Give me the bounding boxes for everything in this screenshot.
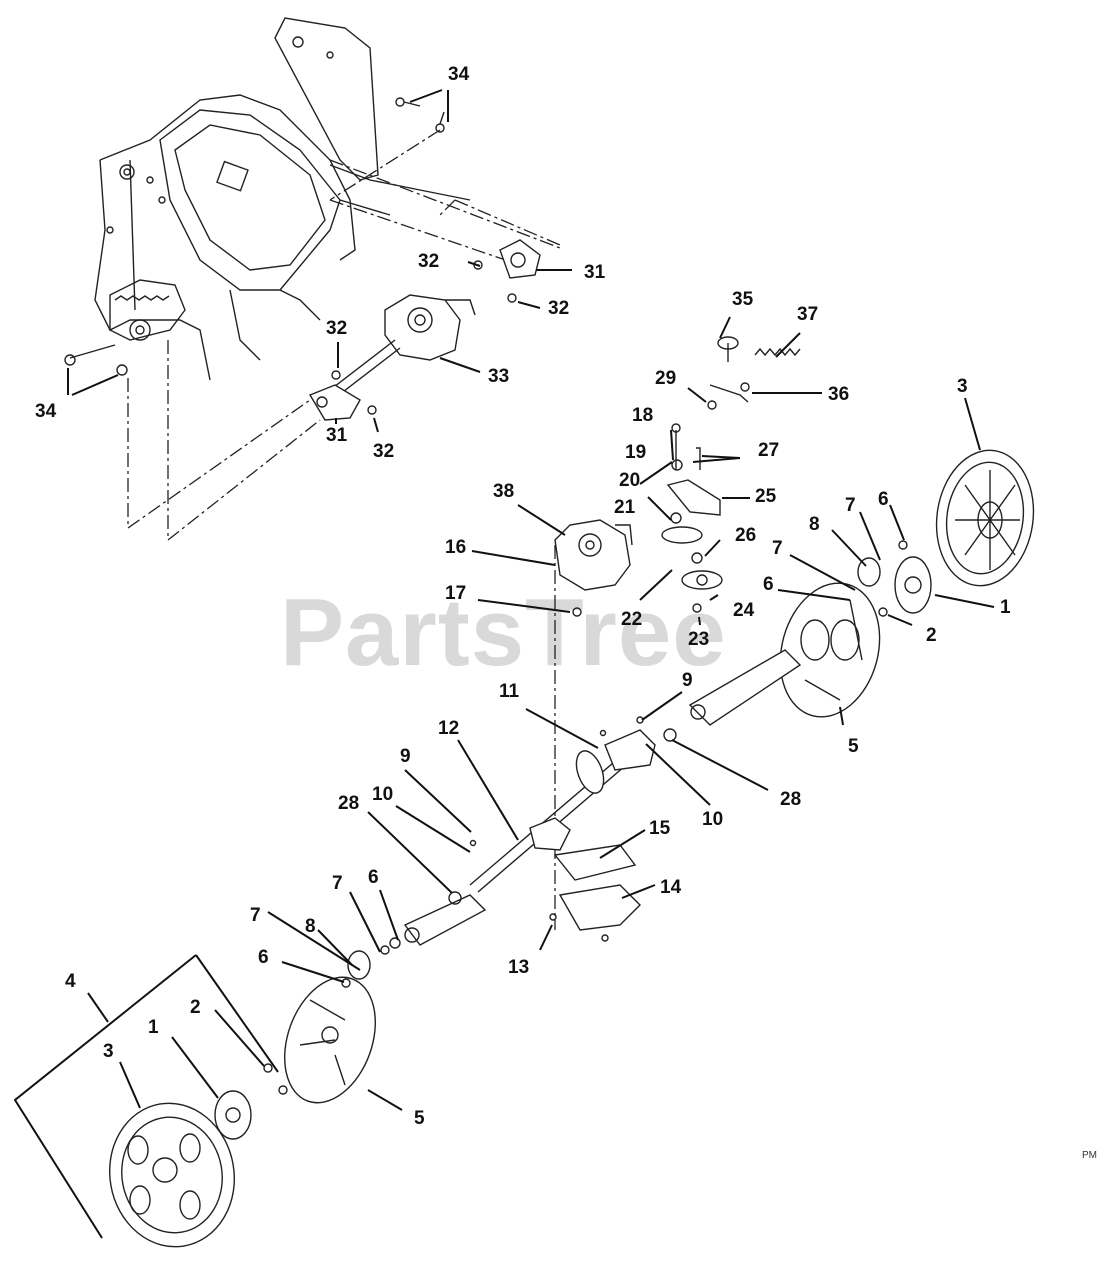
callout-10-right: 10	[702, 809, 723, 830]
callout-34-top: 34	[448, 64, 470, 85]
callout-9-left: 9	[400, 746, 411, 767]
callout-24: 24	[733, 600, 755, 621]
callout-13: 13	[508, 957, 529, 978]
callout-3-right: 3	[957, 376, 968, 397]
callout-6-right-a: 6	[878, 489, 889, 510]
corner-mark: PM	[1082, 1150, 1097, 1161]
callout-36: 36	[828, 384, 849, 405]
callout-18: 18	[632, 405, 653, 426]
callout-32-a: 32	[418, 251, 439, 272]
callout-4: 4	[65, 971, 76, 992]
callout-7-left-b: 7	[250, 905, 261, 926]
callout-32-b: 32	[548, 298, 569, 319]
callout-leaders	[13, 89, 995, 1239]
callout-32-d: 32	[373, 441, 394, 462]
callout-7-right-b: 7	[772, 538, 783, 559]
callout-5-right: 5	[848, 736, 859, 757]
callout-32-c: 32	[326, 318, 347, 339]
callout-25: 25	[755, 486, 777, 507]
callout-20: 20	[619, 470, 640, 491]
callout-8-left: 8	[305, 916, 316, 937]
callout-26: 26	[735, 525, 756, 546]
lower-transmission-assembly	[554, 336, 801, 617]
callout-22: 22	[621, 609, 642, 630]
callout-7-left-a: 7	[332, 873, 343, 894]
callout-8-right: 8	[809, 514, 820, 535]
callout-27: 27	[758, 440, 779, 461]
upper-transmission-assembly	[64, 97, 541, 421]
callout-6-left-a: 6	[368, 867, 379, 888]
callout-5-left: 5	[414, 1108, 425, 1129]
callout-38: 38	[493, 481, 514, 502]
callout-10-left: 10	[372, 784, 393, 805]
callout-15: 15	[649, 818, 671, 839]
callout-37: 37	[797, 304, 818, 325]
callout-29: 29	[655, 368, 676, 389]
callout-19: 19	[625, 442, 646, 463]
callout-7-right-a: 7	[845, 495, 856, 516]
callout-28-right: 28	[780, 789, 801, 810]
callout-28-left: 28	[338, 793, 359, 814]
callout-14: 14	[660, 877, 682, 898]
drive-axle-assembly	[403, 729, 656, 946]
callout-labels: 34 31 32 32 32 33 34 31 32 35 37 29 36 3…	[35, 64, 1011, 1129]
callout-6-left-b: 6	[258, 947, 269, 968]
callout-1-right: 1	[1000, 597, 1011, 618]
callout-21: 21	[614, 497, 636, 518]
callout-34-left: 34	[35, 401, 57, 422]
callout-33: 33	[488, 366, 509, 387]
callout-23: 23	[688, 629, 709, 650]
callout-12: 12	[438, 718, 459, 739]
callout-35: 35	[732, 289, 754, 310]
callout-31-left: 31	[326, 425, 348, 446]
callout-6-right-b: 6	[763, 574, 774, 595]
mower-deck-housing	[94, 17, 471, 381]
callout-3-left: 3	[103, 1041, 114, 1062]
callout-17: 17	[445, 583, 466, 604]
left-wheel-assembly	[108, 937, 401, 1248]
callout-2-right: 2	[926, 625, 937, 646]
assembly-guide-lines	[127, 129, 561, 930]
callout-2-left: 2	[190, 997, 201, 1018]
callout-9-right: 9	[682, 670, 693, 691]
right-wheel-assembly	[636, 449, 1035, 742]
callout-1-left: 1	[148, 1017, 159, 1038]
callout-16: 16	[445, 537, 466, 558]
callout-31-top: 31	[584, 262, 606, 283]
partstree-watermark: PartsTree	[280, 579, 727, 686]
callout-11: 11	[499, 681, 520, 702]
